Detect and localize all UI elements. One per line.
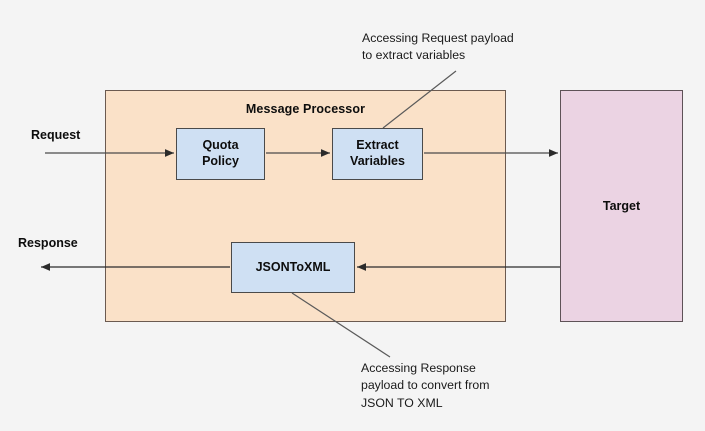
policy-box-extract-variables[interactable]: Extract Variables <box>332 128 423 180</box>
policy-label-extract-variables: Extract Variables <box>350 138 405 168</box>
message-processor-title: Message Processor <box>245 102 366 116</box>
policy-label-quota: Quota Policy <box>202 138 239 168</box>
target-label: Target <box>602 199 641 213</box>
target-container[interactable]: Target <box>560 90 683 322</box>
flow-label-request: Request <box>31 128 81 142</box>
policy-box-jsontoxml[interactable]: JSONToXML <box>231 242 355 293</box>
annotation-response-payload: Accessing Response payload to convert fr… <box>361 361 490 410</box>
annotation-request-payload: Accessing Request payload to extract var… <box>362 31 514 63</box>
policy-label-jsontoxml: JSONToXML <box>255 259 331 274</box>
policy-box-quota[interactable]: Quota Policy <box>176 128 265 180</box>
flow-label-response: Response <box>18 236 78 250</box>
